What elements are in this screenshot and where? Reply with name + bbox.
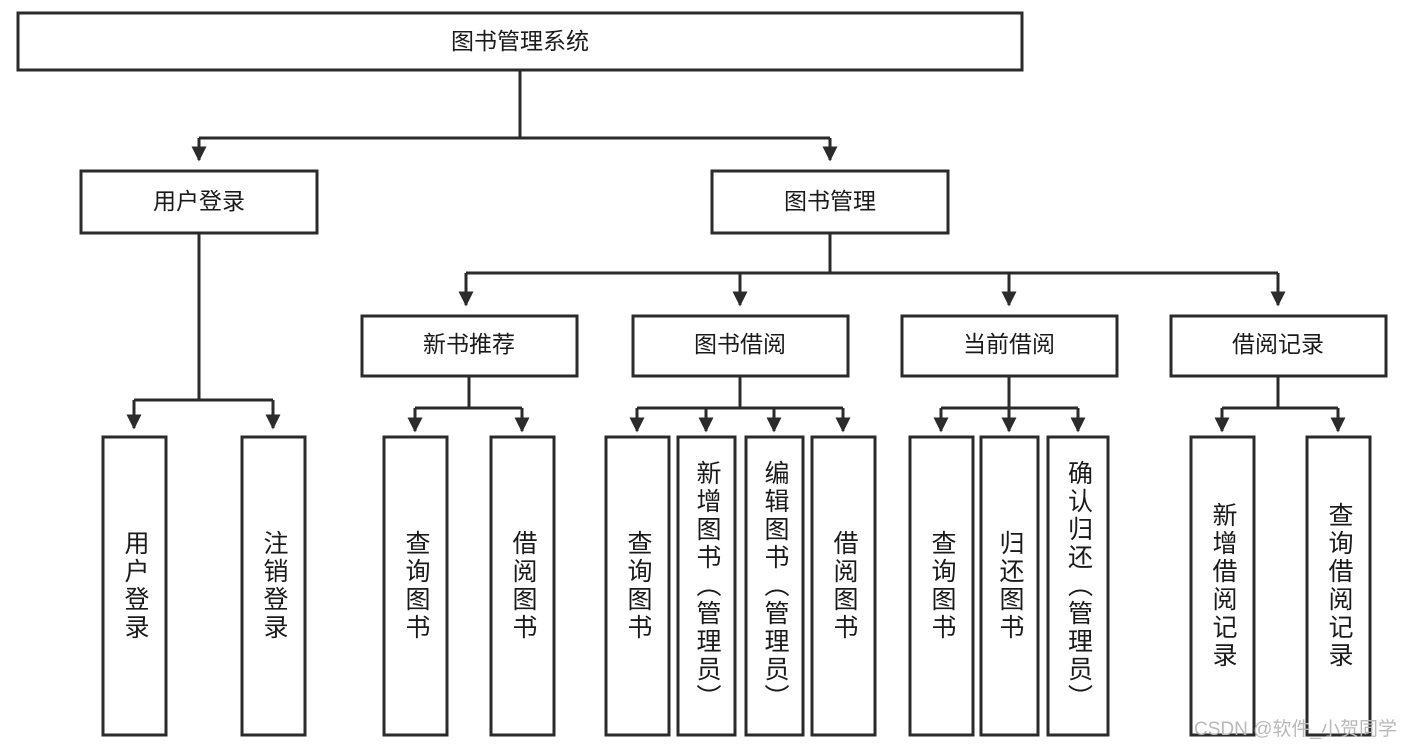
leaf-box-borrow-record-1[interactable] <box>1305 435 1372 737</box>
node-book-manage-label: 图书管理 <box>784 188 876 214</box>
node-new-book-recommend-label: 新书推荐 <box>423 331 515 357</box>
node-borrow-record-box[interactable] <box>1169 314 1388 378</box>
edge-group-current-borrow <box>933 376 1086 433</box>
node-current-borrow-box[interactable] <box>900 314 1119 378</box>
node-book-manage[interactable]: 图书管理 <box>710 169 950 235</box>
node-user-login-box[interactable] <box>79 169 319 235</box>
leaf-box-current-borrow-2[interactable] <box>1046 435 1110 737</box>
edge-group-book-borrow <box>629 376 851 433</box>
leaf-box-book-borrow-1[interactable] <box>676 435 737 737</box>
node-book-borrow-label: 图书借阅 <box>694 331 786 357</box>
node-book-borrow-box[interactable] <box>631 314 850 378</box>
node-current-borrow-label: 当前借阅 <box>963 331 1055 357</box>
node-user-login-label: 用户登录 <box>153 188 245 214</box>
leaf-box-current-borrow-0[interactable] <box>908 435 975 737</box>
leaf-box-borrow-record-0[interactable] <box>1189 435 1256 737</box>
node-root-label: 图书管理系统 <box>451 28 589 54</box>
edge-group-borrow-record <box>1214 376 1346 433</box>
node-current-borrow[interactable]: 当前借阅 <box>900 314 1119 378</box>
node-borrow-record[interactable]: 借阅记录 <box>1169 314 1388 378</box>
node-book-manage-box[interactable] <box>710 169 950 235</box>
leaf-box-book-borrow-2[interactable] <box>744 435 805 737</box>
node-borrow-record-label: 借阅记录 <box>1232 331 1324 357</box>
leaf-box-book-borrow-0[interactable] <box>604 435 671 737</box>
edge-group-book-manage <box>458 233 1286 307</box>
node-root[interactable]: 图书管理系统 <box>16 11 1024 72</box>
leaf-box-current-borrow-1[interactable] <box>979 435 1040 737</box>
leaf-box-book-borrow-3[interactable] <box>810 435 877 737</box>
edge-group-root <box>191 70 838 162</box>
leaf-box-user-login-0[interactable] <box>101 435 168 737</box>
edge-group-user-login <box>126 233 281 430</box>
node-new-book-recommend-box[interactable] <box>360 314 579 378</box>
leaf-box-user-login-1[interactable] <box>240 435 307 737</box>
node-root-box[interactable] <box>16 11 1024 72</box>
node-book-borrow[interactable]: 图书借阅 <box>631 314 850 378</box>
edge-group-new-book-recommend <box>407 376 530 433</box>
watermark: CSDN @软件_小贺同学 <box>1194 719 1397 740</box>
node-user-login[interactable]: 用户登录 <box>79 169 319 235</box>
leaf-box-new-book-0[interactable] <box>382 435 449 737</box>
leaf-box-new-book-1[interactable] <box>489 435 556 737</box>
node-new-book-recommend[interactable]: 新书推荐 <box>360 314 579 378</box>
